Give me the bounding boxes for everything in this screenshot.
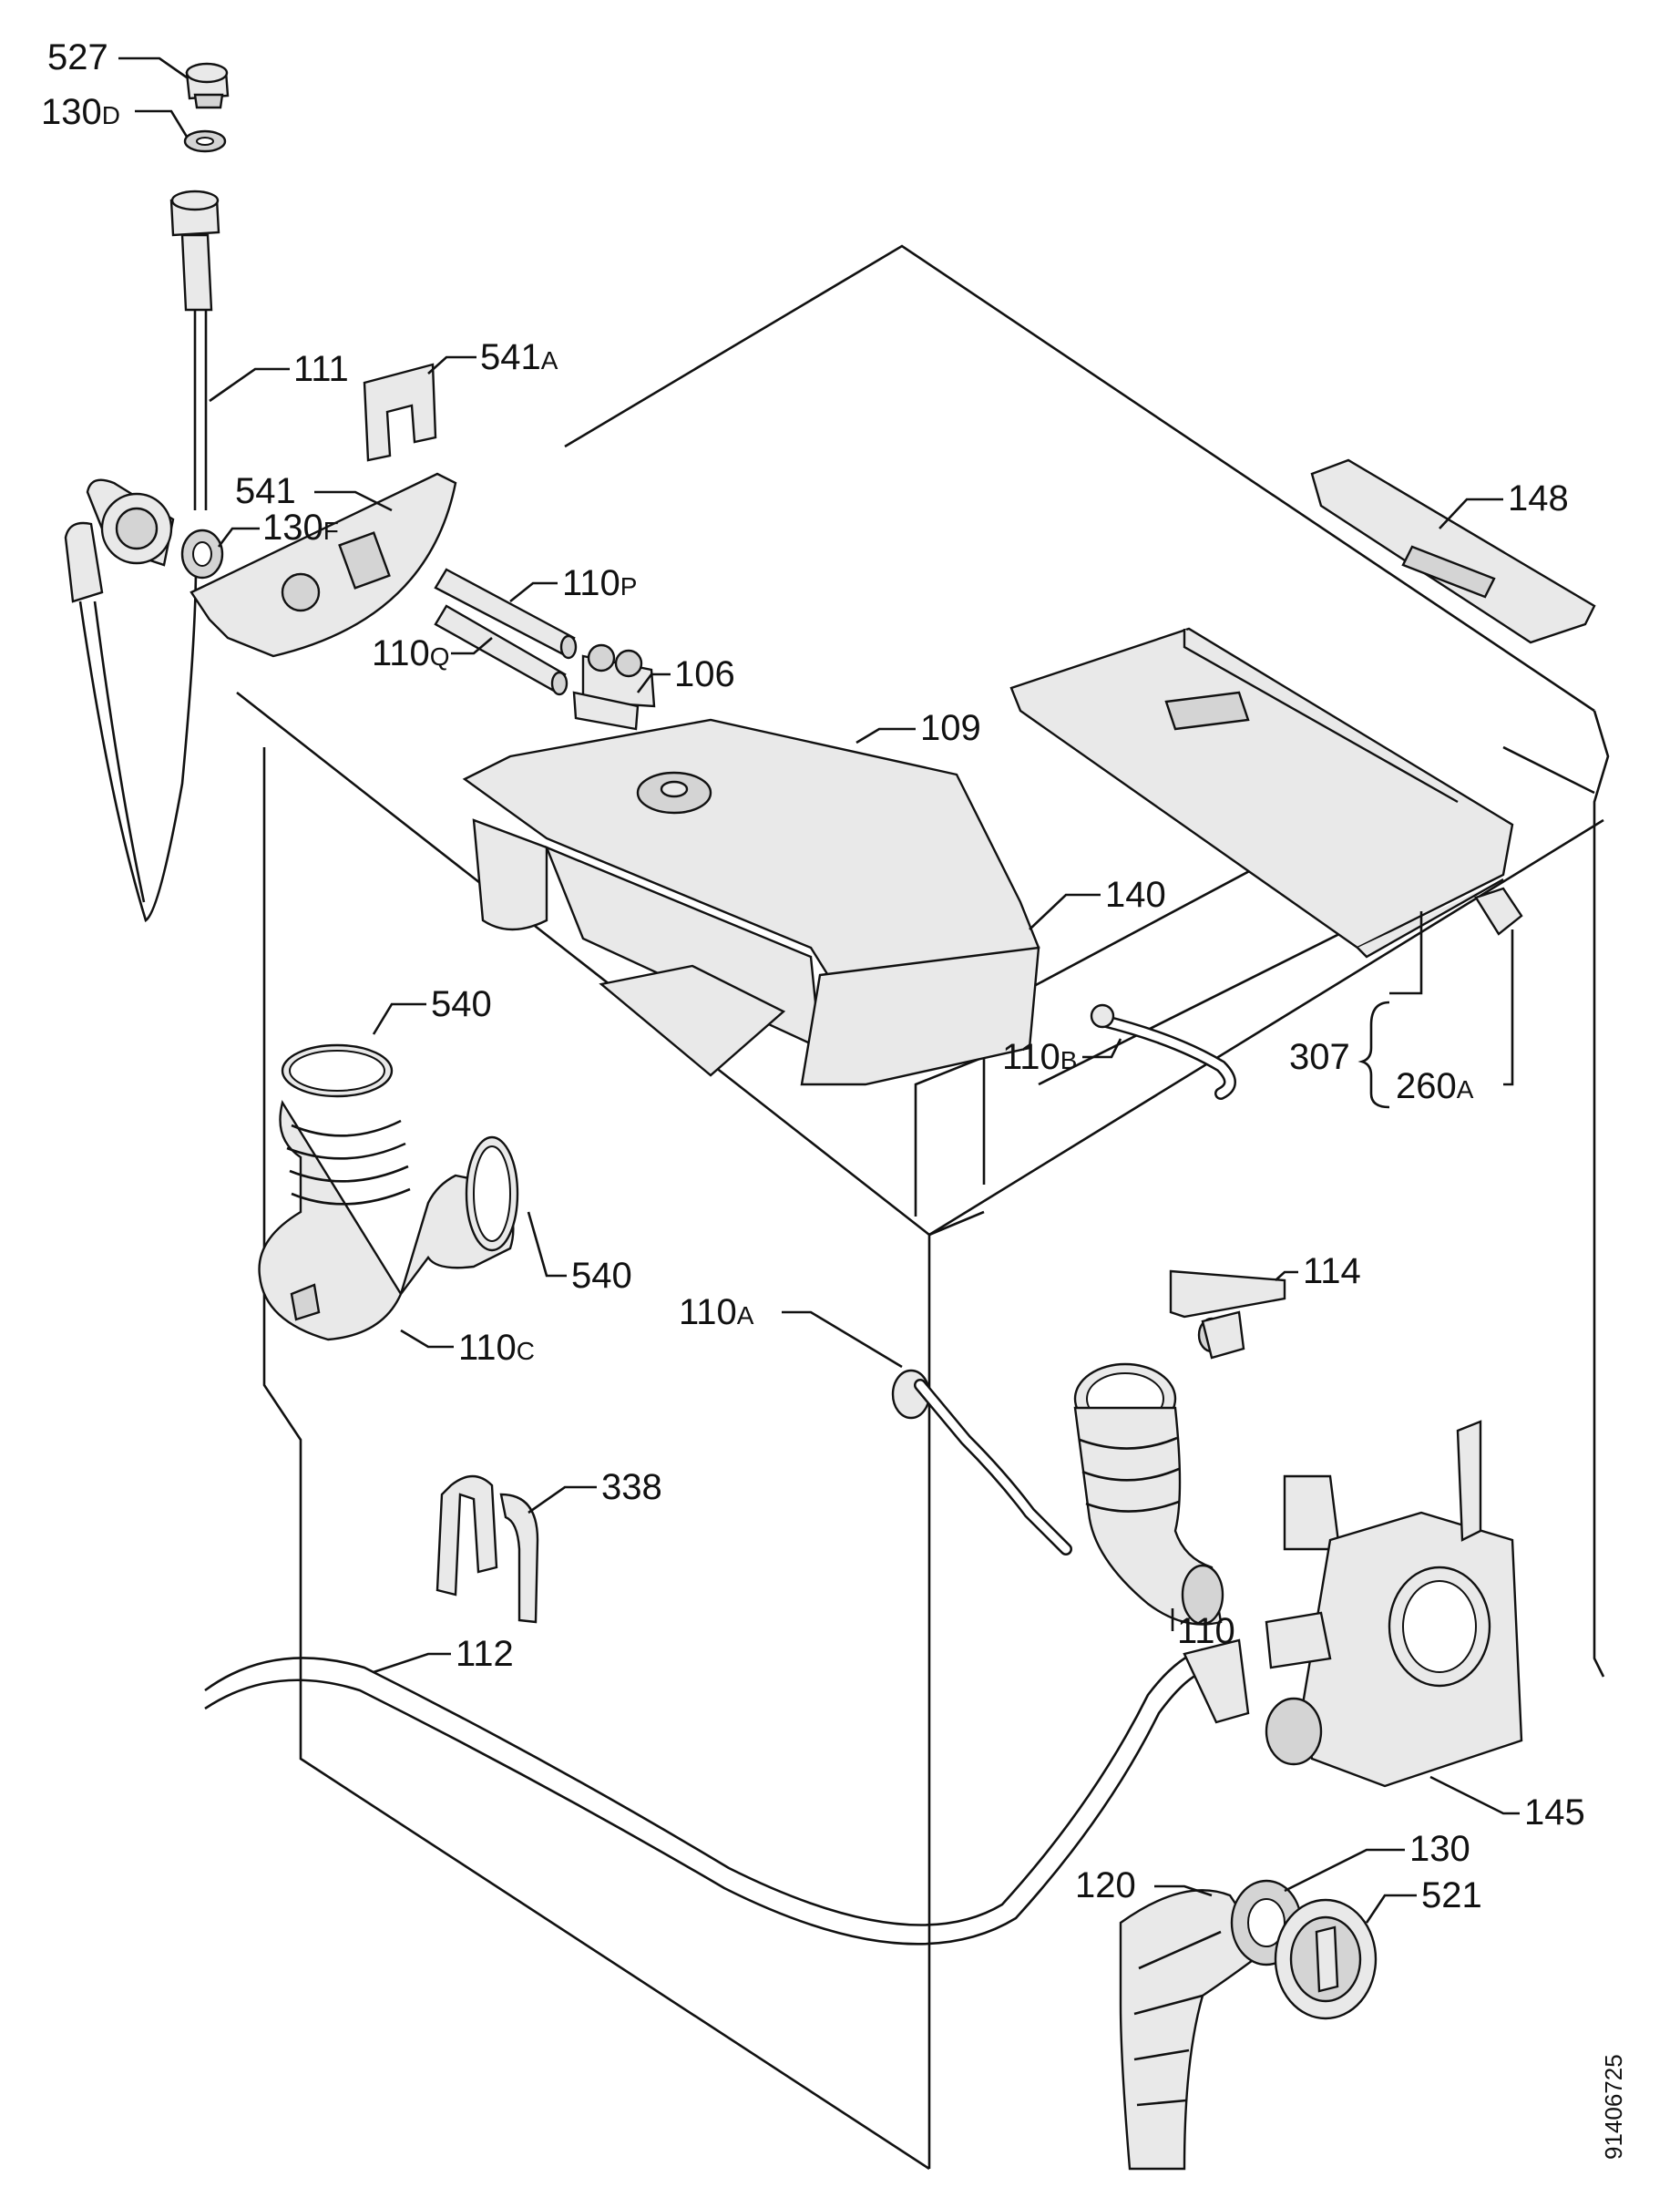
- label-540-top: 540: [431, 984, 492, 1024]
- part-307-detergent-drawer: [1009, 627, 1514, 959]
- label-541a: 541A: [480, 337, 558, 377]
- callout-labels: 527 130D 111 541A 541 130F 110P 110Q 106…: [41, 37, 1627, 2160]
- part-541-bracket: [190, 472, 457, 658]
- part-148-handle: [1310, 458, 1596, 644]
- part-260a-clip: [1474, 887, 1523, 936]
- label-110q: 110Q: [372, 633, 450, 673]
- label-540-side: 540: [571, 1256, 632, 1296]
- part-130d-washer: [183, 129, 227, 153]
- label-260a: 260A: [1396, 1066, 1474, 1106]
- label-130d: 130D: [41, 92, 120, 132]
- label-541: 541: [235, 471, 296, 511]
- brace-307: [1357, 1001, 1390, 1109]
- part-540-clamp-top: [281, 1043, 394, 1098]
- part-110b-hose: [1090, 1003, 1236, 1100]
- label-148: 148: [1508, 478, 1569, 519]
- label-130f: 130F: [262, 508, 339, 548]
- label-338: 338: [601, 1467, 662, 1507]
- label-111: 111: [293, 349, 349, 389]
- part-540-clamp-side: [465, 1135, 519, 1252]
- part-114-pressure-switch: [1169, 1269, 1286, 1360]
- part-111-inlet-hose: [64, 190, 220, 923]
- part-110c-bellows: [258, 1099, 515, 1341]
- label-112: 112: [456, 1634, 514, 1674]
- label-106: 106: [674, 654, 735, 694]
- cabinet-outline: [236, 244, 1610, 2171]
- label-130: 130: [1409, 1829, 1470, 1869]
- part-541a-clip: [363, 363, 437, 462]
- label-110b: 110B: [1002, 1037, 1077, 1077]
- label-527: 527: [47, 37, 108, 77]
- part-106-valve: [572, 643, 656, 731]
- label-307: 307: [1289, 1037, 1350, 1077]
- part-110a-hose: [891, 1369, 1072, 1556]
- label-145: 145: [1524, 1792, 1585, 1833]
- part-110-sump-hose: [1073, 1362, 1224, 1626]
- part-109-dispenser-housing: [462, 718, 1040, 1086]
- label-109: 109: [920, 708, 981, 748]
- document-number: 91406725: [1600, 2054, 1627, 2160]
- part-338-clip: [435, 1474, 539, 1624]
- label-110c: 110C: [458, 1328, 535, 1368]
- label-110p: 110P: [562, 563, 637, 603]
- label-140: 140: [1105, 875, 1166, 915]
- label-521: 521: [1421, 1875, 1482, 1915]
- label-110a: 110A: [679, 1292, 754, 1332]
- part-527-cap: [185, 62, 230, 109]
- part-130f-washer: [180, 529, 224, 580]
- label-110: 110: [1177, 1611, 1235, 1651]
- leader-lines: [118, 56, 1520, 1924]
- part-112-drain-hose: [204, 1638, 1250, 1946]
- part-120-filter: [1119, 1889, 1268, 2171]
- label-114: 114: [1303, 1251, 1361, 1291]
- part-521-cap: [1274, 1898, 1378, 2020]
- label-120: 120: [1075, 1865, 1136, 1905]
- part-110p-110q-hoses: [434, 568, 578, 696]
- part-145-pump-housing: [1265, 1420, 1523, 1788]
